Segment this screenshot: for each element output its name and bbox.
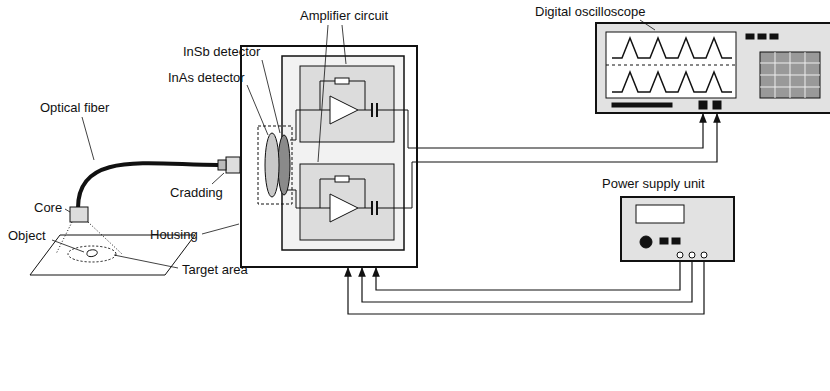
fiber-drawing — [87, 250, 97, 257]
detector-drawing — [258, 126, 292, 204]
power-supply-drawing — [640, 236, 652, 248]
fiber-drawing — [30, 157, 240, 275]
signal-wire — [376, 262, 680, 290]
amplifier-panel — [349, 81, 365, 110]
oscilloscope-drawing — [606, 65, 736, 66]
part-label: Amplifier circuit — [300, 8, 388, 23]
amplifier-panel — [377, 110, 418, 148]
node-label: Digital oscilloscope — [535, 4, 646, 19]
signal-wire — [418, 114, 717, 162]
oscilloscope-drawing — [713, 101, 721, 109]
oscilloscope-drawing — [612, 38, 732, 58]
fiber-drawing — [218, 160, 226, 170]
amplifier-panel — [320, 179, 335, 208]
leader-line — [52, 20, 655, 268]
oscilloscope-drawing — [746, 34, 754, 39]
amplifier-panel — [371, 103, 373, 117]
fiber-drawing — [70, 207, 88, 222]
amplifier-panel — [300, 66, 394, 142]
amplifier-panel — [335, 78, 349, 84]
part-label: Optical fiber — [40, 100, 109, 115]
power-supply-box: Power supply unit — [620, 196, 735, 262]
oscilloscope-drawing — [606, 32, 736, 98]
amplifier-panel — [330, 194, 358, 222]
oscilloscope-drawing — [805, 52, 806, 98]
amplifier-panel — [280, 190, 330, 208]
amplifier-panel — [358, 208, 372, 209]
part-label: Cradding — [170, 185, 223, 200]
amplifier-panel — [335, 176, 349, 182]
power-supply-drawing — [701, 252, 707, 258]
oscilloscope-drawing — [612, 72, 732, 92]
power-supply-drawing — [620, 196, 735, 262]
amplifier-panel — [330, 96, 358, 124]
leader-line — [247, 85, 268, 135]
part-label: Core — [34, 200, 62, 215]
fiber-drawing — [226, 157, 240, 173]
detector-drawing — [258, 126, 292, 204]
signal-wire — [418, 114, 703, 148]
leader-line — [262, 60, 280, 133]
part-label: InAs detector — [168, 70, 245, 85]
leader-line — [114, 255, 178, 268]
power-supply-drawing — [660, 238, 668, 244]
detector-drawing — [278, 135, 290, 195]
amplifier-panel — [371, 201, 373, 215]
amplifier-panel — [280, 56, 418, 250]
oscilloscope-drawing — [790, 52, 791, 98]
power-supply-drawing — [672, 238, 680, 244]
oscilloscope-drawing — [770, 34, 778, 39]
part-label: Object — [8, 228, 46, 243]
oscilloscope-drawing — [758, 34, 766, 39]
power-supply-drawing — [636, 205, 684, 223]
amplifier-panel — [349, 179, 365, 208]
part-label: Target area — [182, 262, 248, 277]
amplifier-panel — [282, 56, 404, 250]
node-label: Housing — [150, 227, 198, 242]
node-label: Power supply unit — [602, 176, 705, 191]
amplifier-panel — [358, 110, 372, 111]
amplifier-panel — [300, 164, 394, 240]
part-label: InSb detector — [183, 44, 260, 59]
leader-line — [52, 240, 84, 252]
fiber-drawing — [56, 222, 122, 254]
signal-wire — [362, 262, 692, 302]
amplifier-panel — [290, 110, 330, 140]
oscilloscope-drawing — [775, 52, 776, 98]
oscilloscope-drawing — [595, 22, 830, 114]
detector-drawing — [265, 133, 279, 197]
power-supply-drawing — [677, 252, 683, 258]
amplifier-panel — [377, 162, 418, 208]
leader-line — [202, 224, 239, 234]
power-supply-drawing — [689, 252, 695, 258]
leader-line — [82, 117, 94, 160]
leader-line — [65, 209, 70, 212]
signal-wire — [348, 262, 704, 314]
oscilloscope-box: Digital oscilloscope — [595, 22, 830, 114]
oscilloscope-drawing — [612, 103, 672, 107]
oscilloscope-drawing — [595, 22, 830, 114]
oscilloscope-drawing — [760, 52, 820, 98]
housing-box: Housing — [240, 45, 418, 268]
oscilloscope-drawing — [699, 101, 707, 109]
leader-line — [212, 173, 224, 184]
power-supply-drawing — [620, 196, 735, 262]
